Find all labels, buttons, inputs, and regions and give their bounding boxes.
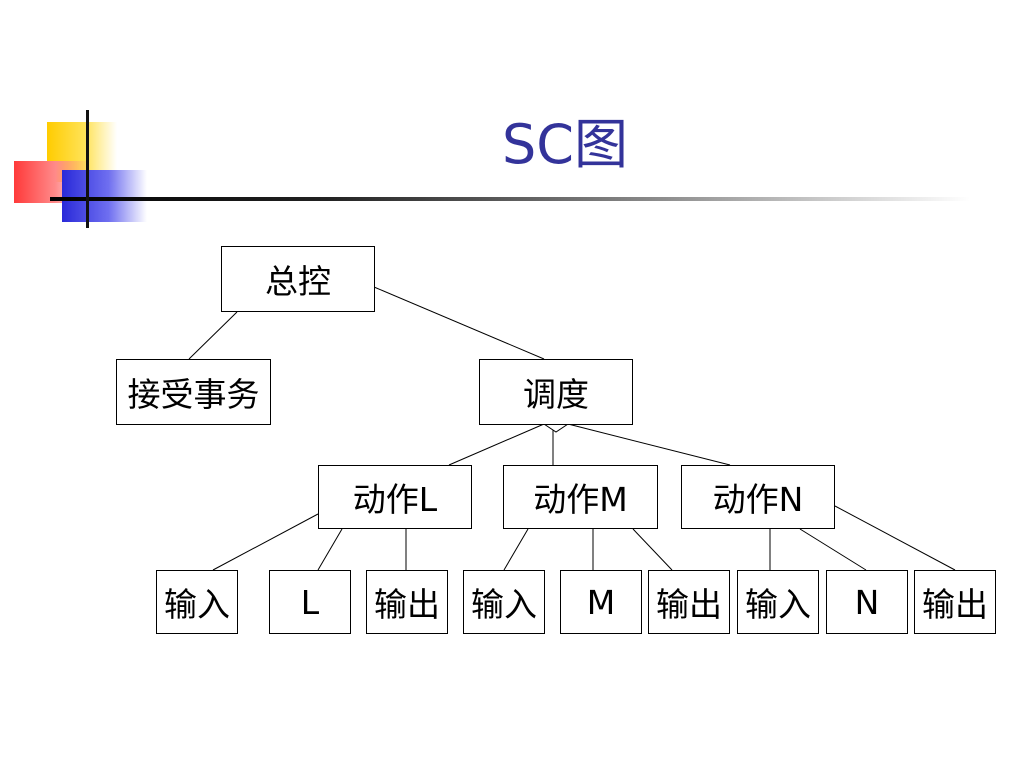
node-m-input: 输入	[463, 570, 545, 634]
edge-actionN-N	[799, 528, 867, 571]
node-action-l: 动作L	[318, 465, 472, 529]
node-l-input: 输入	[156, 570, 238, 634]
node-dispatch: 调度	[479, 359, 633, 425]
node-root: 总控	[221, 246, 375, 312]
node-l-output: 输出	[366, 570, 448, 634]
node-l: L	[269, 570, 351, 634]
edge-root-accept	[188, 311, 238, 360]
node-n-input: 输入	[737, 570, 819, 634]
node-n: N	[826, 570, 908, 634]
node-action-m: 动作M	[503, 465, 658, 529]
node-accept-transaction: 接受事务	[116, 359, 271, 425]
slide-title: SC图	[502, 113, 628, 176]
node-action-n: 动作N	[681, 465, 835, 529]
node-m-output: 输出	[648, 570, 730, 634]
edge-actionL-L	[317, 528, 343, 571]
edge-actionN-output	[834, 505, 956, 571]
edge-actionM-input	[503, 528, 529, 571]
edge-root-dispatch	[373, 286, 545, 360]
title-underline	[50, 197, 970, 201]
edge-dispatch-actionL	[448, 423, 545, 466]
decor-blue-square	[62, 170, 147, 222]
decor-vertical-line	[86, 110, 89, 228]
node-n-output: 输出	[914, 570, 996, 634]
node-m: M	[560, 570, 642, 634]
edge-actionL-input	[212, 513, 319, 571]
edge-actionM-output	[632, 528, 673, 571]
edge-dispatch-actionN	[567, 423, 731, 466]
